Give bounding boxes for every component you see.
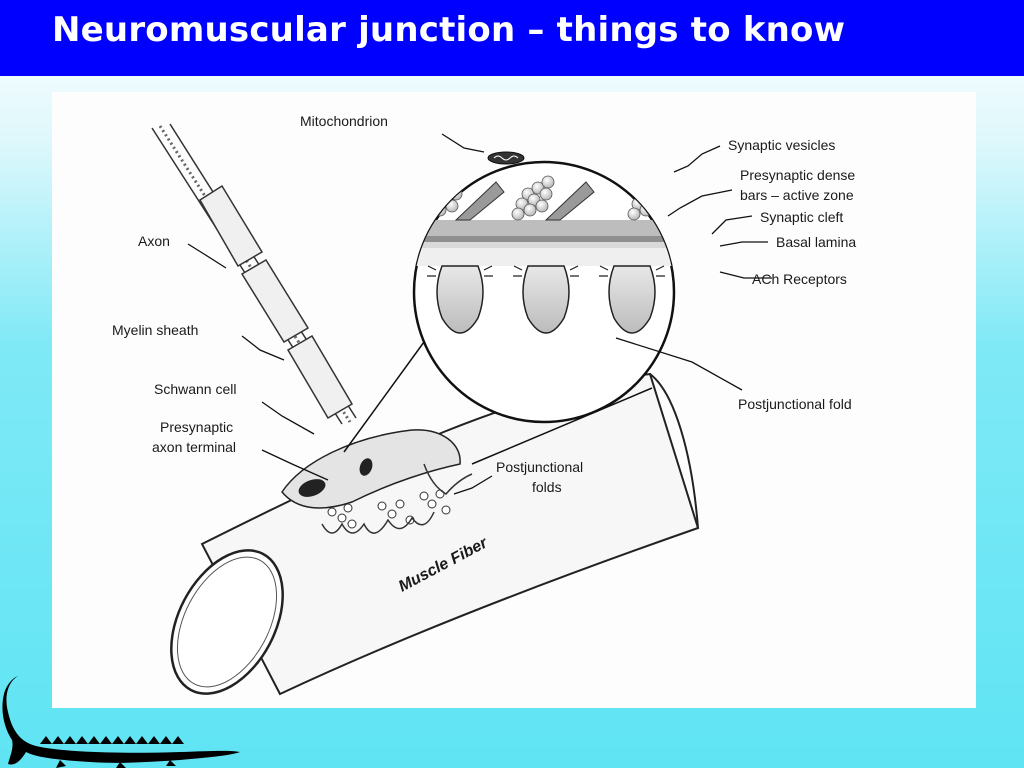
magnified-view (343, 151, 676, 465)
mitochondrion-shape (487, 151, 525, 165)
label-presynaptic-dense-1: Presynaptic dense (740, 167, 855, 183)
diagram-svg: Mitochondrion Synaptic vesicles Presynap… (112, 113, 856, 696)
postjunctional-folds-shape (423, 463, 473, 495)
label-basal-lamina: Basal lamina (776, 234, 856, 250)
crocodile-silhouette-icon (0, 672, 245, 768)
leader-lines (187, 133, 772, 495)
label-synaptic-cleft: Synaptic cleft (760, 209, 843, 225)
label-postjunctional-folds-1: Postjunctional (496, 459, 583, 475)
label-axon: Axon (138, 233, 170, 249)
myelin-sheath (198, 184, 354, 420)
neuromuscular-junction-figure: Mitochondrion Synaptic vesicles Presynap… (52, 92, 976, 708)
muscle-fiber (170, 372, 700, 696)
label-presynaptic-dense-2: bars – active zone (740, 187, 854, 203)
slide-title: Neuromuscular junction – things to know (52, 10, 846, 50)
label-myelin-sheath: Myelin sheath (112, 322, 198, 338)
label-postjunctional-folds-2: folds (532, 479, 562, 495)
label-presynaptic-1: Presynaptic (160, 419, 233, 435)
label-synaptic-vesicles: Synaptic vesicles (728, 137, 835, 153)
label-presynaptic-2: axon terminal (152, 439, 236, 455)
label-schwann-cell: Schwann cell (154, 381, 237, 397)
presynaptic-axon-terminal (281, 429, 461, 534)
title-bar: Neuromuscular junction – things to know (0, 0, 1024, 76)
label-postjunctional-fold: Postjunctional fold (738, 396, 852, 412)
label-ach-receptors: ACh Receptors (752, 271, 847, 287)
label-mitochondrion: Mitochondrion (300, 113, 388, 129)
